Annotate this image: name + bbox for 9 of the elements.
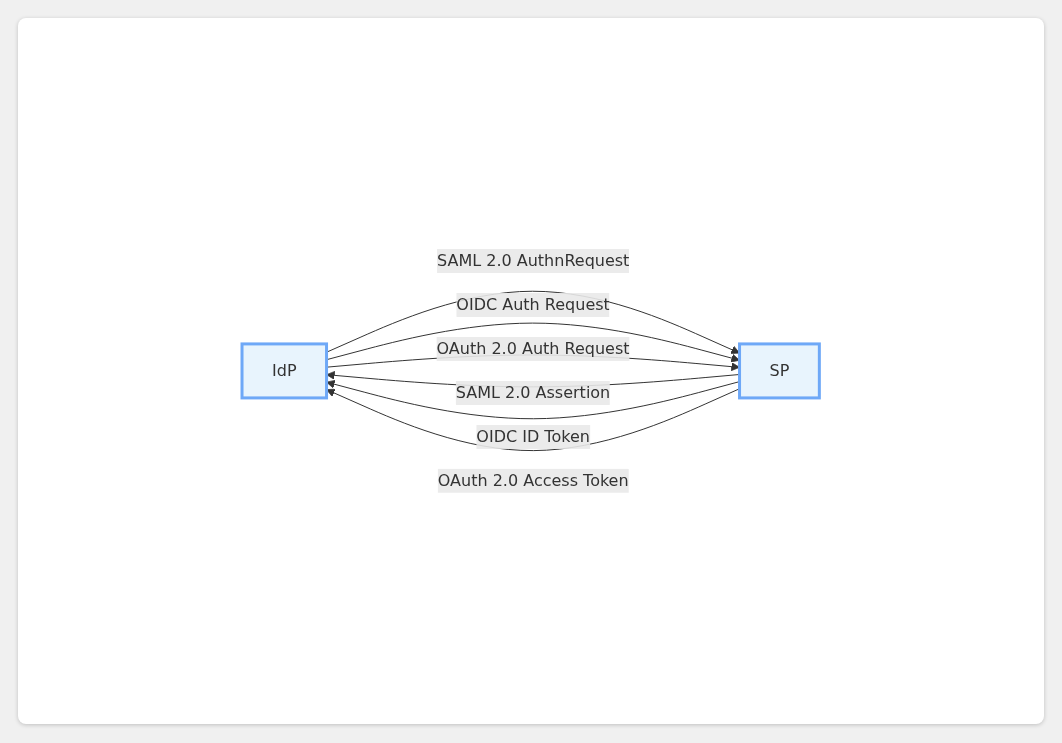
node-box [240,342,329,400]
node-box [738,342,822,400]
edge-label: SAML 2.0 Assertion [456,383,611,402]
card-background: SAML 2.0 AuthnRequest OIDC Auth Request OAuth 2.0 Auth Request SAML 2.0 Assertion OIDC ID Token OAuth 2.0 Access Token IdP SP [18,18,1044,724]
edge-label: OAuth 2.0 Auth Request [436,339,630,358]
edge-label: OAuth 2.0 Access Token [438,470,629,490]
edge-label: OIDC Auth Request [456,295,611,315]
edge-label: SAML 2.0 AuthnRequest [437,251,630,271]
edge-label: OIDC ID Token [476,426,591,446]
